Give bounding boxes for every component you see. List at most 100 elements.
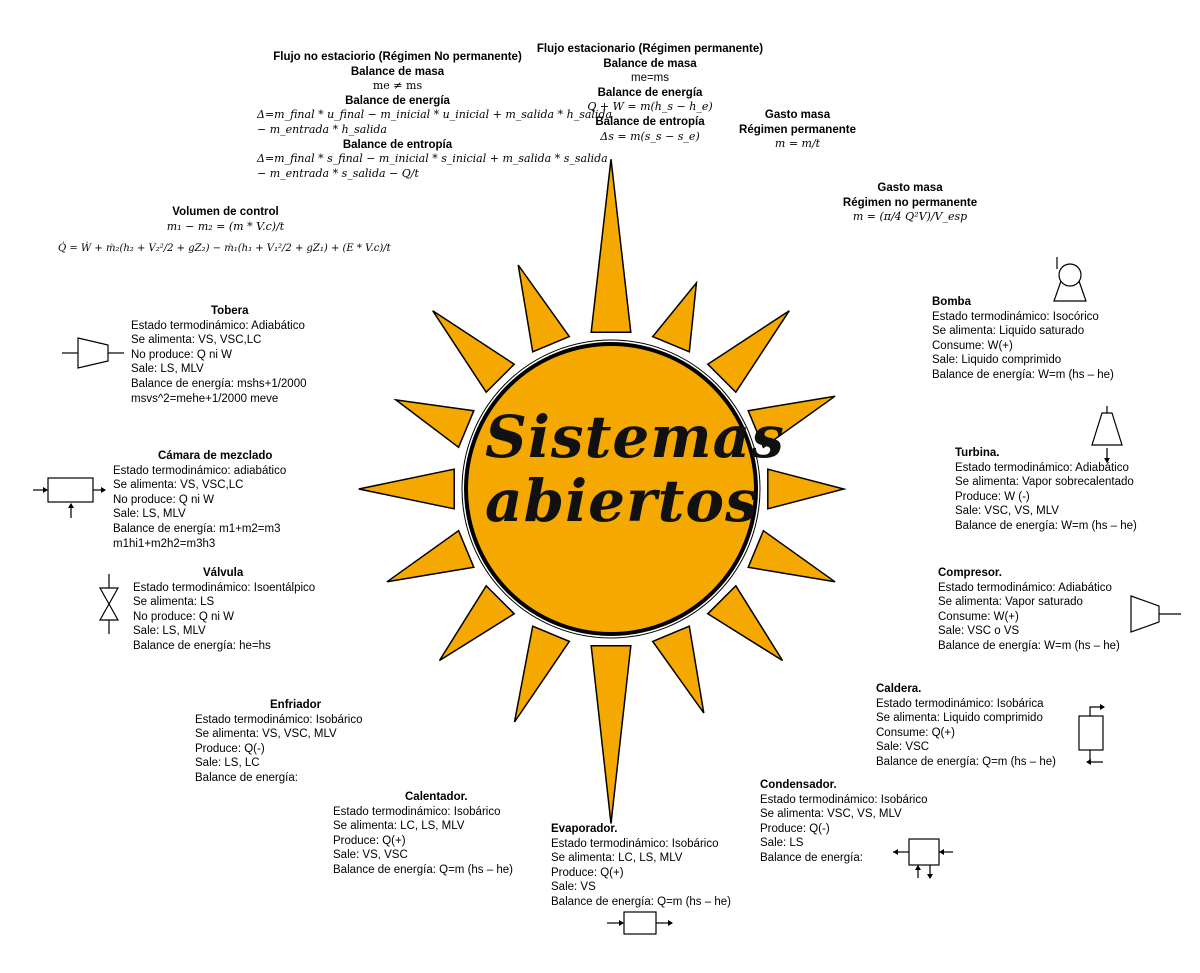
bomba-line: Se alimenta: Liquido saturado <box>932 325 1085 338</box>
sun-ray <box>358 468 455 510</box>
tobera-line: Sale: LS, MLV <box>131 363 204 376</box>
tobera-line: No produce: Q ni W <box>131 348 232 361</box>
balance-masa-eq: me ≠ ms <box>372 79 423 93</box>
valvula-title: Válvula <box>203 567 244 579</box>
evaporador-line: Produce: Q(+) <box>551 866 624 879</box>
calentador-line: Sale: VS, VSC <box>333 849 408 862</box>
diagram-title: Sistemas abiertos <box>485 403 785 533</box>
balance-energia-eq1: Δ=m_final * u_final − m_inicial * u_inic… <box>257 108 613 122</box>
camara-line: Se alimenta: VS, VSC,LC <box>113 479 244 492</box>
gasto-no-permanente-eq: m = (π/4 Q²V)/V_esp <box>852 210 968 224</box>
enfriador-title: Enfriador <box>270 699 322 711</box>
flujo-estacionario: Flujo estacionario (Régimen permanente) … <box>530 42 770 144</box>
sun-ray <box>651 280 698 353</box>
enfriador-line: Sale: LS, LC <box>195 757 260 770</box>
camara-line: Estado termodinámico: adiabático <box>113 464 287 477</box>
turbina-symbol <box>1091 406 1123 463</box>
turbina-title: Turbina. <box>955 447 1000 459</box>
sun-ray <box>517 264 571 353</box>
turbina-line: Produce: W (-) <box>955 490 1030 503</box>
bomba-line: Consume: W(+) <box>932 339 1013 352</box>
calentador-info: Calentador. Estado termodinámico: Isobár… <box>333 790 513 878</box>
turbina-info: Turbina. Estado termodinámico: Adiabátic… <box>955 446 1137 534</box>
fe-masa-eq: me=ms <box>630 72 670 85</box>
camara-symbol <box>33 477 106 518</box>
camara-line: Balance de energía: m1+m2=m3 <box>113 522 281 535</box>
condensador-line: Balance de energía: <box>760 851 863 864</box>
valvula-info: Válvula Estado termodinámico: Isoentálpi… <box>133 566 315 654</box>
sun-ray <box>590 645 632 824</box>
evaporador-line: Se alimenta: LC, LS, MLV <box>551 852 683 865</box>
valvula-line: Balance de energía: he=hs <box>133 639 271 652</box>
condensador-title: Condensador. <box>760 779 837 791</box>
evaporador-info: Evaporador. Estado termodinámico: Isobár… <box>551 822 731 910</box>
gasto-permanente-eq: m = m/t <box>774 137 821 151</box>
valvula-line: No produce: Q ni W <box>133 610 234 623</box>
calentador-line: Produce: Q(+) <box>333 834 406 847</box>
sun-ray <box>513 625 571 723</box>
compresor-line: Se alimenta: Vapor saturado <box>938 596 1083 609</box>
sun-disc <box>464 342 758 636</box>
enfriador-info: Enfriador Estado termodinámico: Isobáric… <box>195 698 362 786</box>
fe-energia-title: Balance de energía <box>597 86 703 99</box>
title-line-1: Sistemas <box>485 403 785 471</box>
fe-entropia-title: Balance de entropía <box>595 115 705 128</box>
condensador-line: Se alimenta: VSC, VS, MLV <box>760 808 902 821</box>
flujo-no-estacionario: Flujo no estaciorio (Régimen No permanen… <box>255 50 613 181</box>
caldera-info: Caldera. Estado termodinámico: Isobárica… <box>876 682 1056 770</box>
turbina-line: Estado termodinámico: Adiabático <box>955 461 1129 474</box>
condensador-symbol <box>893 838 953 879</box>
tobera-line: Balance de energía: mshs+1/2000 <box>131 377 307 390</box>
tobera-symbol <box>62 337 124 369</box>
camara-line: Sale: LS, MLV <box>113 508 186 521</box>
sun-ray <box>651 625 705 714</box>
caldera-line: Sale: VSC <box>876 741 930 754</box>
valvula-line: Se alimenta: LS <box>133 596 215 609</box>
bomba-symbol <box>1053 257 1087 302</box>
camara-title: Cámara de mezclado <box>158 450 273 462</box>
sun-ray <box>393 398 475 449</box>
balance-entropia-title: Balance de entropía <box>342 138 453 151</box>
enfriador-line: Produce: Q(-) <box>195 742 265 755</box>
balance-entropia-eq1: Δ=m_final * s_final − m_inicial * s_inic… <box>257 152 608 166</box>
evaporador-symbol <box>607 911 673 935</box>
volumen-control-eq1: m₁ − m₂ = (m * V.c)/t <box>166 219 285 233</box>
sun-ray <box>590 159 632 333</box>
volumen-control-eq2: Q̇ = Ẇ + ṁ₂(h₂ + V₂²/2 + gZ₂) − ṁ₁(h₁ + … <box>58 243 391 255</box>
bomba-title: Bomba <box>932 296 971 308</box>
calentador-line: Se alimenta: LC, LS, MLV <box>333 820 465 833</box>
sun-ray <box>706 584 784 662</box>
evaporador-line: Estado termodinámico: Isobárico <box>551 837 719 850</box>
bomba-info: Bomba Estado termodinámico: Isocórico Se… <box>932 295 1114 383</box>
caldera-symbol <box>1078 704 1105 765</box>
caldera-line: Se alimenta: Liquido comprimido <box>876 712 1043 725</box>
condensador-line: Sale: LS <box>760 837 804 850</box>
valvula-symbol <box>98 574 120 634</box>
sun-ray <box>747 529 836 583</box>
tobera-title: Tobera <box>211 305 249 317</box>
compresor-line: Consume: W(+) <box>938 610 1019 623</box>
gasto-permanente-title2: Régimen permanente <box>739 123 856 136</box>
calentador-line: Balance de energía: Q=m (hs – he) <box>333 863 513 876</box>
gasto-masa-no-permanente: Gasto masa Régimen no permanente m = (π/… <box>835 181 985 225</box>
condensador-info: Condensador. Estado termodinámico: Isobá… <box>760 778 927 866</box>
turbina-line: Se alimenta: Vapor sobrecalentado <box>955 476 1134 489</box>
camara-line: m1hi1+m2h2=m3h3 <box>113 537 216 550</box>
balance-energia-title: Balance de energía <box>345 94 450 107</box>
enfriador-line: Balance de energía: <box>195 771 298 784</box>
sun-ray <box>706 310 790 394</box>
bomba-line: Sale: Liquido comprimido <box>932 354 1062 367</box>
camara-line: No produce: Q ni W <box>113 493 214 506</box>
fe-masa-title: Balance de masa <box>603 57 697 70</box>
sun-ray <box>767 468 847 510</box>
condensador-line: Produce: Q(-) <box>760 822 830 835</box>
enfriador-line: Se alimenta: VS, VSC, MLV <box>195 728 337 741</box>
volumen-control-title: Volumen de control <box>172 206 279 218</box>
enfriador-line: Estado termodinámico: Isobárico <box>195 713 363 726</box>
caldera-line: Estado termodinámico: Isobárica <box>876 697 1044 710</box>
gasto-no-permanente-title2: Régimen no permanente <box>842 196 978 209</box>
turbina-line: Balance de energía: W=m (hs – he) <box>955 519 1137 532</box>
fe-entropia-eq: Δs = m(s_s − s_e) <box>600 129 700 143</box>
balance-energia-eq2: − m_entrada * h_salida <box>257 122 387 136</box>
